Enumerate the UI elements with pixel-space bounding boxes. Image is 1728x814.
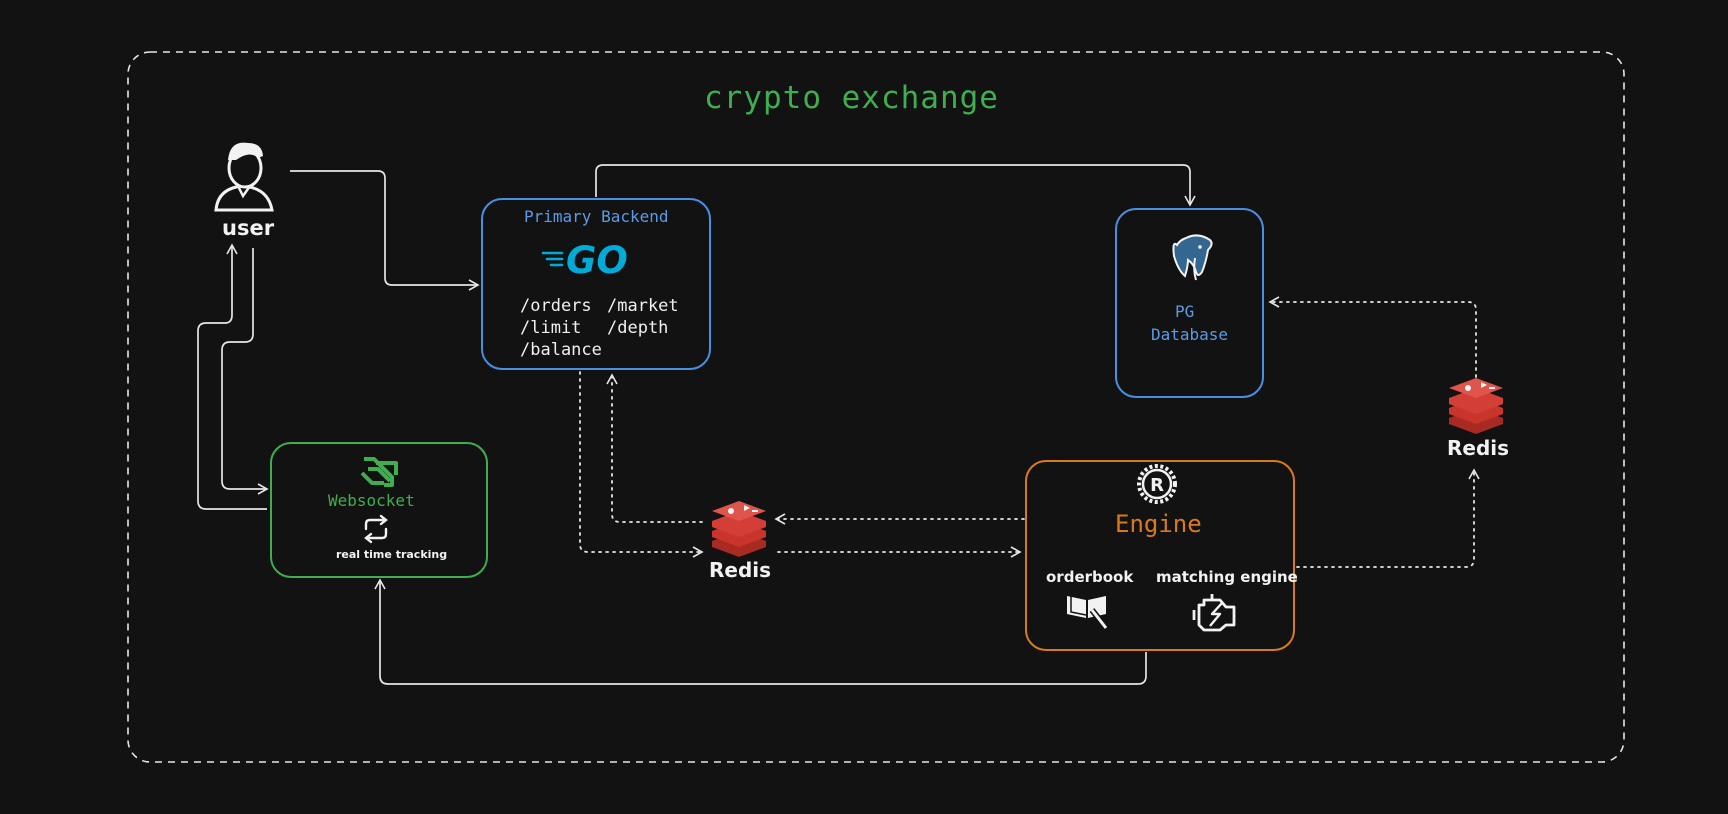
primary-backend-box[interactable] — [481, 198, 711, 370]
websocket-title: Websocket — [328, 491, 415, 510]
user-avatar-icon — [214, 142, 274, 212]
route-depth: /depth — [607, 318, 669, 338]
arrow-engine-to-websocket — [374, 578, 1147, 685]
websocket-box[interactable] — [270, 442, 488, 578]
redis-center-label: Redis — [709, 558, 772, 582]
matching-engine-label: matching engine — [1156, 568, 1298, 586]
redis-right-label: Redis — [1447, 436, 1510, 460]
engine-title: Engine — [1115, 510, 1202, 538]
exchange-boundary — [127, 51, 1625, 763]
arrow-user-to-websocket — [221, 248, 269, 495]
orderbook-label: orderbook — [1046, 568, 1134, 586]
diagram-title: crypto exchange — [704, 80, 999, 116]
arrow-redis-right-to-database — [1268, 296, 1477, 378]
backend-title: Primary Backend — [524, 207, 669, 226]
user-label: user — [222, 216, 275, 240]
redis-right-stack-icon — [1449, 378, 1503, 434]
svg-text:GO: GO — [566, 239, 628, 282]
websocket-icon — [360, 457, 398, 487]
postgresql-elephant-icon — [1172, 234, 1213, 281]
engine-bolt-icon — [1192, 594, 1236, 632]
redis-stack-icon — [712, 501, 766, 557]
arrow-backend-to-database — [595, 164, 1196, 207]
database-label-line1: PG — [1175, 302, 1195, 321]
arrow-engine-to-redis-right — [1296, 468, 1480, 568]
arrow-backend-to-redis — [579, 371, 704, 558]
arrow-websocket-to-user — [197, 243, 267, 510]
go-logo-icon: GO — [541, 239, 628, 282]
arrow-user-to-backend — [290, 170, 480, 291]
route-limit: /limit — [520, 318, 582, 338]
websocket-caption: real time tracking — [336, 548, 448, 561]
pg-database-box[interactable] — [1115, 208, 1264, 398]
route-orders: /orders — [520, 296, 592, 316]
book-pen-icon — [1067, 594, 1109, 630]
arrow-redis-to-backend — [606, 373, 703, 523]
svg-text:R: R — [1150, 475, 1164, 496]
database-label-line2: Database — [1151, 325, 1229, 344]
repeat-icon — [364, 514, 388, 544]
route-market: /market — [607, 296, 679, 316]
rust-gear-icon: R — [1137, 464, 1177, 504]
route-balance: /balance — [520, 340, 602, 360]
